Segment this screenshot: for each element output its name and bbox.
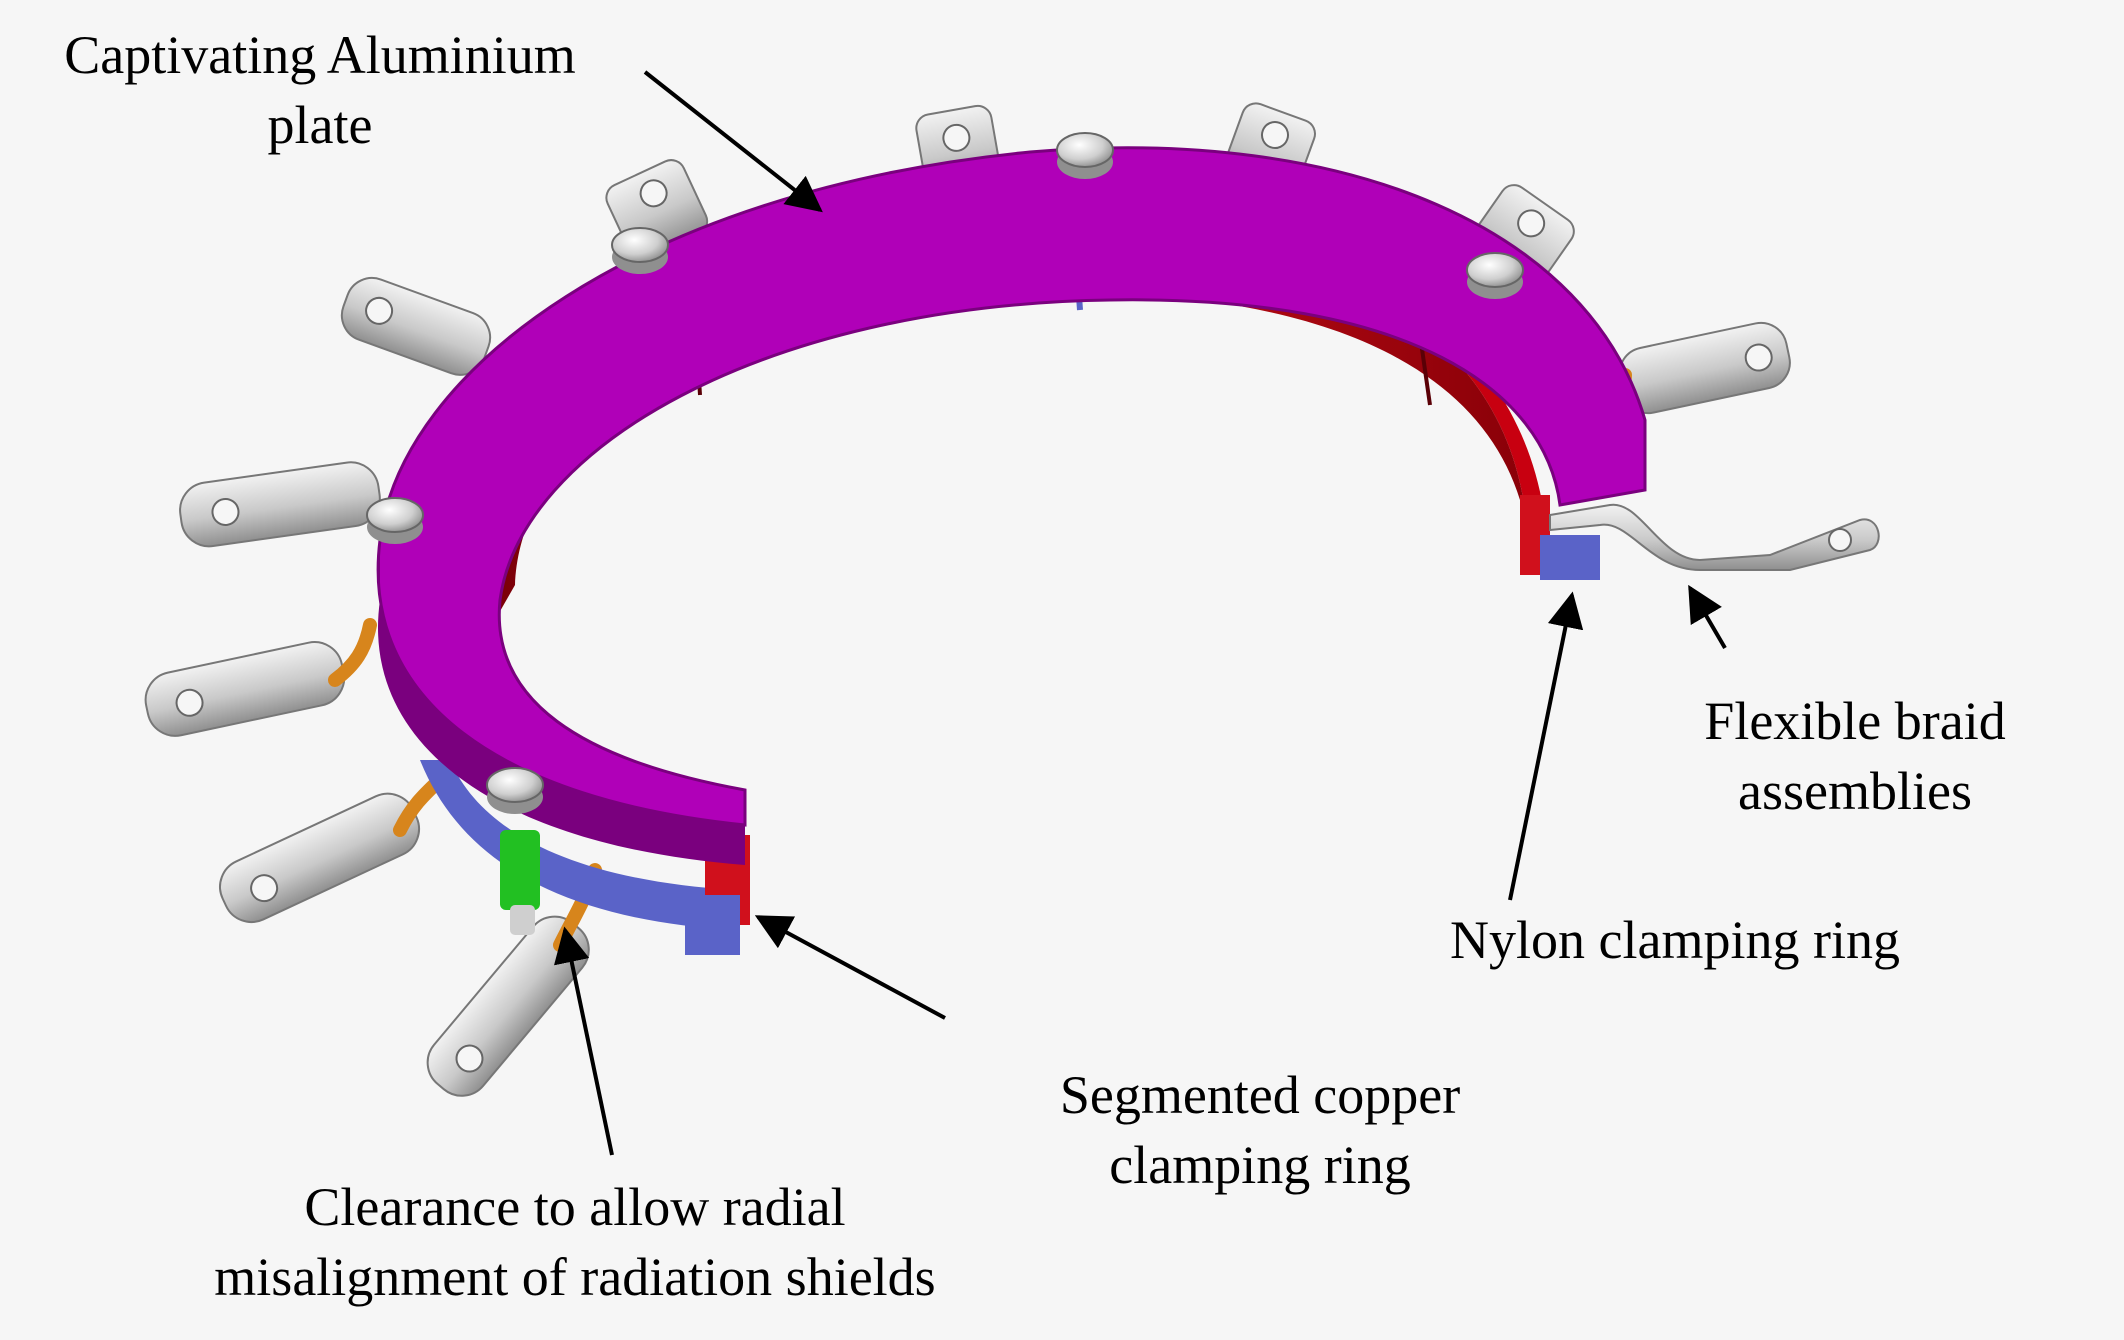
arrow-icon [643, 70, 823, 213]
nylon-ring-end-front [685, 895, 740, 955]
nylon-ring-end [1540, 535, 1600, 580]
terminal-lug-icon [340, 277, 492, 376]
nylon-ring [420, 760, 735, 930]
label-flexible-braid-line1: Flexible braid [1704, 691, 2006, 751]
leader-arrows [554, 70, 1727, 1156]
green-spacer [500, 830, 540, 935]
braid [328, 618, 377, 687]
label-flexible-braid-line2: assemblies [1738, 761, 1972, 821]
aluminium-plate-edge [377, 540, 745, 865]
bolt-head-icon [1056, 132, 1114, 179]
terminal-lug-icon [1618, 321, 1791, 415]
terminal-lugs [144, 102, 1791, 1097]
label-copper-ring-line1: Segmented copper [1059, 1065, 1461, 1125]
label-clearance-line2: misalignment of radiation shields [214, 1247, 936, 1307]
arrow-icon [1508, 591, 1584, 901]
label-aluminium-plate: Captivating Aluminium plate [20, 20, 620, 160]
bolt-head-icon [1466, 252, 1524, 299]
bolt-head-icon [366, 497, 424, 544]
bolt-heads [366, 132, 1524, 814]
label-nylon-ring-line1: Nylon clamping ring [1450, 910, 1900, 970]
braid-assembly [1549, 503, 1880, 571]
arrow-icon [754, 915, 946, 1020]
label-nylon-ring: Nylon clamping ring [1400, 905, 1950, 975]
arrow-icon [1688, 584, 1727, 650]
label-copper-ring: Segmented copper clamping ring [1010, 1060, 1510, 1200]
bolt-head-icon [611, 227, 669, 274]
label-clearance-line1: Clearance to allow radial [304, 1177, 846, 1237]
terminal-lug-icon [144, 641, 346, 737]
terminal-lug-icon [179, 461, 381, 548]
terminal-lug-icon [219, 792, 421, 924]
label-aluminium-plate-line1: Captivating Aluminium [64, 25, 576, 85]
label-flexible-braid: Flexible braid assemblies [1655, 686, 2055, 826]
aluminium-plate [376, 146, 1647, 827]
label-aluminium-plate-line2: plate [267, 95, 373, 155]
bolt-head-icon [486, 767, 544, 814]
arrow-icon [554, 926, 614, 1156]
label-copper-ring-line2: clamping ring [1109, 1135, 1411, 1195]
label-clearance: Clearance to allow radial misalignment o… [150, 1172, 1000, 1312]
